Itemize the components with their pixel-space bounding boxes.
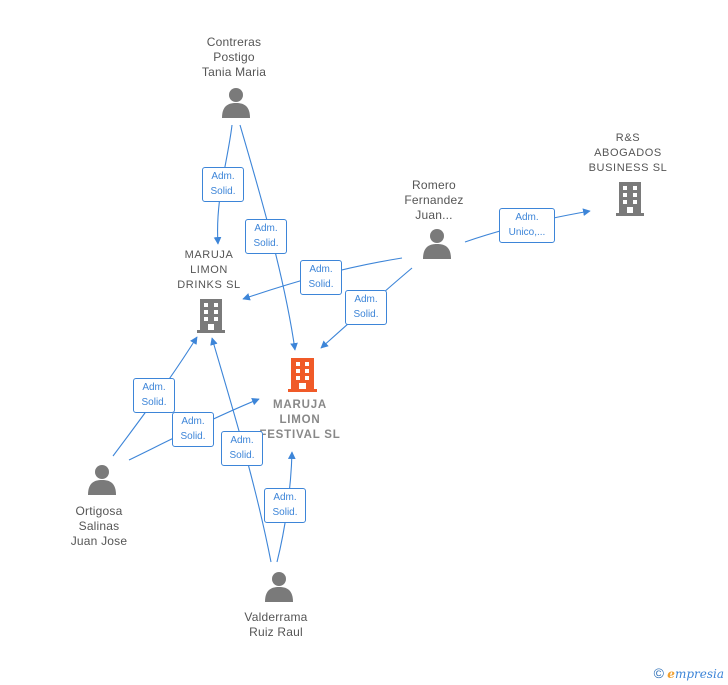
node-label-festival[interactable]: MARUJA LIMON FESTIVAL SL: [259, 399, 341, 441]
building-icon: [197, 299, 225, 333]
edge-badge: Adm. Solid.: [245, 219, 287, 254]
node-label-romero[interactable]: Romero Fernandez Juan...: [404, 178, 464, 222]
edge-badge: Adm. Solid.: [300, 260, 342, 295]
edge-badge: Adm. Solid.: [221, 431, 263, 466]
brand-wordmark: mpresia: [674, 667, 724, 681]
edge-badge: Adm. Solid.: [133, 378, 175, 413]
edge-badge: Adm. Solid.: [264, 488, 306, 523]
building-icon: [288, 358, 317, 392]
copyright-symbol: ©: [653, 665, 664, 681]
person-icon: [265, 572, 293, 602]
node-label-valderrama[interactable]: Valderrama Ruiz Raul: [244, 610, 308, 639]
person-icon: [423, 229, 451, 259]
edge-badge: Adm. Solid.: [172, 412, 214, 447]
building-icon: [616, 182, 644, 216]
node-label-ortigosa[interactable]: Ortigosa Salinas Juan Jose: [70, 504, 128, 548]
person-icon: [88, 465, 116, 495]
brand-name: empresia: [667, 667, 724, 681]
node-label-rs[interactable]: R&S ABOGADOS BUSINESS SL: [588, 132, 668, 174]
edge-badge: Adm. Solid.: [202, 167, 244, 202]
footer-credit[interactable]: © empresia: [654, 665, 724, 681]
edge-badge: Adm. Solid.: [345, 290, 387, 325]
edge-badge: Adm. Unico,...: [499, 208, 555, 243]
person-icon: [222, 88, 250, 118]
node-label-contreras[interactable]: Contreras Postigo Tania Maria: [201, 35, 267, 79]
node-label-drinks[interactable]: MARUJA LIMON DRINKS SL: [177, 249, 241, 291]
brand-logo-initial: e: [667, 667, 675, 681]
